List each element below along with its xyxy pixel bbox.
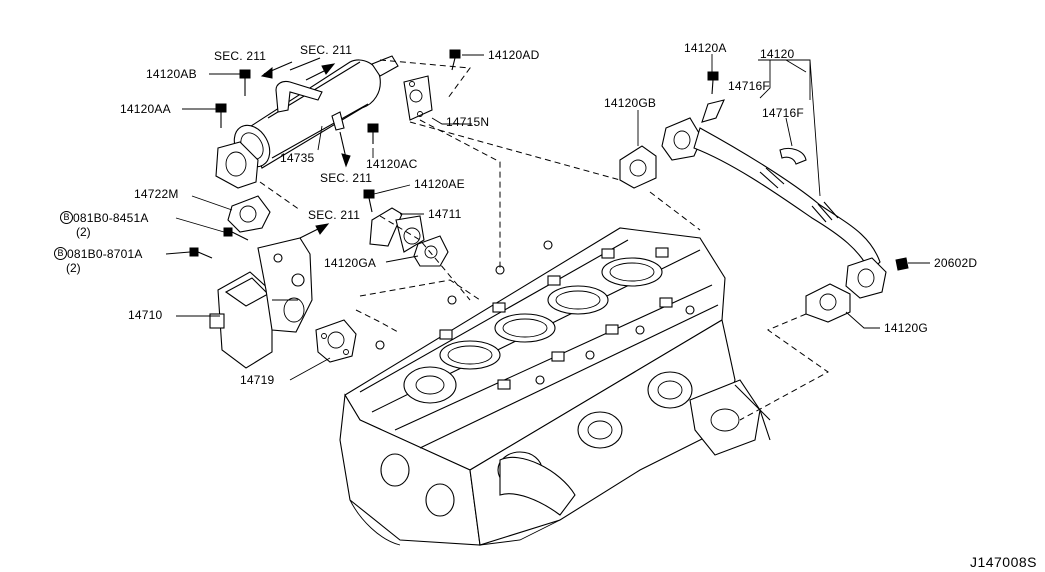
label-14711: 14711 — [428, 207, 462, 221]
label-14120: 14120 — [760, 47, 795, 61]
label-14120AB: 14120AB — [146, 67, 197, 81]
label-14716F-a: 14716F — [728, 79, 770, 93]
label-sec211-top-left: SEC. 211 — [214, 49, 267, 63]
label-14120GA: 14120GA — [324, 256, 377, 270]
label-14716F-b: 14716F — [762, 106, 804, 120]
egr-valve-drawing — [209, 237, 313, 369]
assembly-dashed-lines — [259, 59, 829, 421]
hardware-drawing — [189, 49, 909, 271]
cylinder-head-drawing — [339, 227, 771, 546]
egr-tube-drawing — [661, 99, 887, 299]
label-14735: 14735 — [280, 151, 315, 165]
label-081B0-8451A: 081B0-8451A — [73, 211, 149, 225]
diagram-code: J147008S — [969, 554, 1037, 570]
label-14120AA: 14120AA — [120, 102, 171, 116]
label-14715N: 14715N — [446, 115, 490, 129]
label-20602D: 20602D — [934, 256, 978, 270]
label-sec211-top-right: SEC. 211 — [300, 43, 353, 57]
label-14120AC: 14120AC — [366, 157, 418, 171]
label-sec211-bottom: SEC. 211 — [320, 171, 373, 185]
small-parts-drawing — [227, 75, 851, 363]
bolt-marker-b-1: B — [60, 211, 73, 224]
label-14120GB: 14120GB — [604, 96, 657, 110]
label-14719: 14719 — [240, 373, 275, 387]
label-sec211-middle: SEC. 211 — [308, 208, 361, 222]
leader-lines — [165, 54, 930, 381]
bolt-marker-b-2: B — [54, 247, 67, 260]
label-081B0-8701A-qty: (2) — [66, 261, 81, 275]
label-14710: 14710 — [128, 308, 163, 322]
label-081B0-8451A-qty: (2) — [76, 225, 91, 239]
label-14722M: 14722M — [134, 187, 179, 201]
label-14120AD: 14120AD — [488, 48, 540, 62]
flow-arrows — [260, 57, 351, 239]
label-081B0-8701A: 081B0-8701A — [67, 247, 143, 261]
label-14120AE: 14120AE — [414, 177, 465, 191]
label-14120A: 14120A — [684, 41, 727, 55]
label-14120G: 14120G — [884, 321, 928, 335]
